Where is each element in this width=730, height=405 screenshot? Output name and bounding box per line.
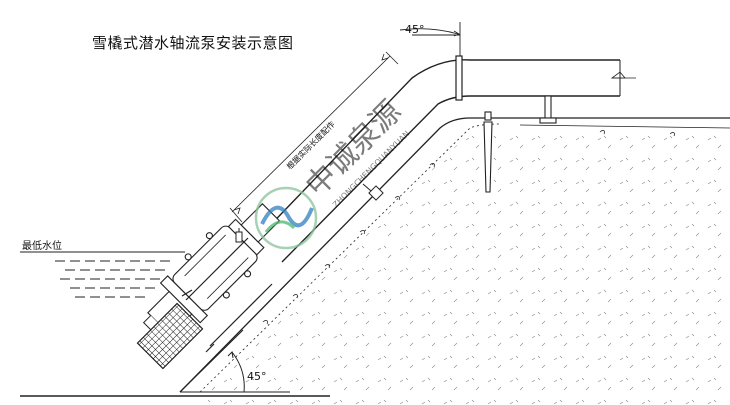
suction-grille	[136, 302, 204, 370]
pipe-support	[539, 95, 557, 124]
watermark-logo	[254, 186, 318, 250]
lifting-hook	[235, 228, 243, 243]
anchor-post	[483, 111, 493, 193]
inclined-pipe	[257, 59, 636, 263]
water-surface	[20, 251, 185, 298]
length-dimension	[229, 51, 399, 223]
slope-brace	[362, 183, 384, 201]
soil-curl-marks	[262, 130, 676, 325]
soil-hatching	[205, 132, 730, 405]
diagram-title: 雪橇式潜水轴流泵安装示意图	[92, 34, 294, 52]
sled-skids	[181, 237, 273, 353]
top-angle-label: 45°	[405, 23, 425, 36]
bottom-angle-mark	[180, 350, 290, 393]
min-water-level-label: 最低水位	[22, 239, 62, 252]
pump-body	[142, 203, 281, 341]
pipe-flange	[455, 55, 463, 101]
bottom-angle-label: 45°	[247, 370, 267, 383]
slope-embankment	[179, 117, 730, 393]
top-angle-mark	[399, 22, 461, 56]
